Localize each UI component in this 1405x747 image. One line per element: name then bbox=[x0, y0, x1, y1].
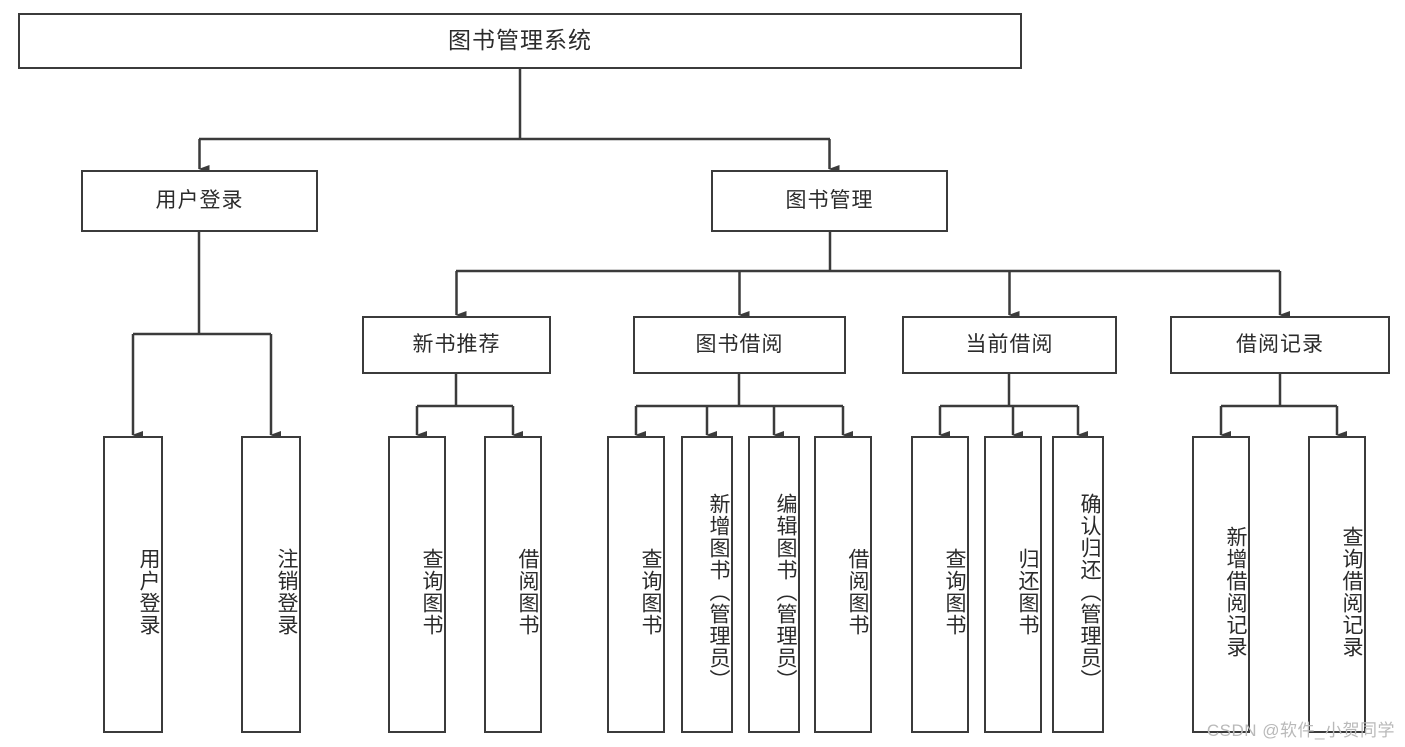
node-label: 查询图书 bbox=[420, 547, 443, 636]
node-label: 借阅图书 bbox=[846, 547, 869, 636]
node-label: 图书管理系统 bbox=[448, 27, 592, 54]
node-label: 新增图书（管理员） bbox=[707, 492, 730, 691]
leaf-user-login[interactable]: 用户登录 bbox=[103, 436, 163, 733]
node-label: 用户登录 bbox=[155, 189, 244, 213]
node-book-management[interactable]: 图书管理 bbox=[711, 170, 948, 232]
watermark-text: CSDN @软件_小贺同学 bbox=[1206, 721, 1395, 740]
node-label: 编辑图书（管理员） bbox=[774, 492, 797, 691]
leaf-query-borrow-record[interactable]: 查询借阅记录 bbox=[1308, 436, 1366, 733]
node-label: 查询图书 bbox=[639, 547, 662, 636]
node-label: 图书管理 bbox=[785, 189, 874, 213]
node-book-borrow[interactable]: 图书借阅 bbox=[633, 316, 846, 374]
node-root-system[interactable]: 图书管理系统 bbox=[18, 13, 1022, 69]
leaf-query-book-borrow[interactable]: 查询图书 bbox=[607, 436, 665, 733]
node-label: 新增借阅记录 bbox=[1224, 525, 1247, 658]
leaf-add-book-admin[interactable]: 新增图书（管理员） bbox=[681, 436, 733, 733]
leaf-add-borrow-record[interactable]: 新增借阅记录 bbox=[1192, 436, 1250, 733]
node-new-book-recommend[interactable]: 新书推荐 bbox=[362, 316, 551, 374]
node-label: 归还图书 bbox=[1016, 547, 1039, 636]
leaf-query-book-current[interactable]: 查询图书 bbox=[911, 436, 969, 733]
leaf-borrow-book[interactable]: 借阅图书 bbox=[814, 436, 872, 733]
node-current-borrow[interactable]: 当前借阅 bbox=[902, 316, 1117, 374]
leaf-logout[interactable]: 注销登录 bbox=[241, 436, 301, 733]
node-label: 借阅图书 bbox=[516, 547, 539, 636]
node-user-login[interactable]: 用户登录 bbox=[81, 170, 318, 232]
leaf-query-book-recommend[interactable]: 查询图书 bbox=[388, 436, 446, 733]
node-label: 查询借阅记录 bbox=[1340, 525, 1363, 658]
node-label: 注销登录 bbox=[275, 547, 298, 636]
leaf-return-book[interactable]: 归还图书 bbox=[984, 436, 1042, 733]
node-label: 新书推荐 bbox=[412, 333, 501, 357]
leaf-confirm-return-admin[interactable]: 确认归还（管理员） bbox=[1052, 436, 1104, 733]
leaf-edit-book-admin[interactable]: 编辑图书（管理员） bbox=[748, 436, 800, 733]
node-label: 确认归还（管理员） bbox=[1078, 492, 1101, 691]
node-borrow-record[interactable]: 借阅记录 bbox=[1170, 316, 1390, 374]
node-label: 查询图书 bbox=[943, 547, 966, 636]
node-label: 图书借阅 bbox=[695, 333, 784, 357]
node-label: 用户登录 bbox=[137, 547, 160, 636]
leaf-borrow-book-recommend[interactable]: 借阅图书 bbox=[484, 436, 542, 733]
node-label: 当前借阅 bbox=[965, 333, 1054, 357]
node-label: 借阅记录 bbox=[1236, 333, 1324, 357]
